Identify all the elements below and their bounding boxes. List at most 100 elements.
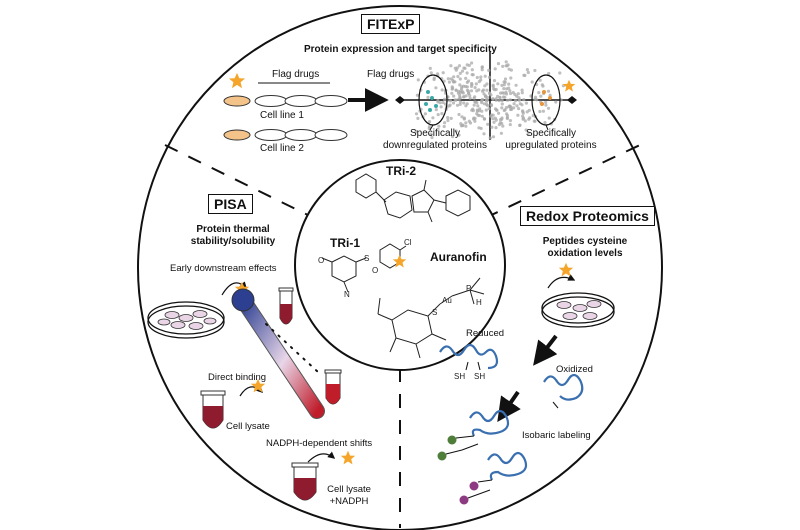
- cell-lysate-tube: [200, 390, 226, 429]
- isobaric-label: Isobaric labeling: [522, 430, 591, 441]
- down-label-2: downregulated proteins: [383, 140, 487, 151]
- divider-left: [164, 144, 319, 221]
- scatter-point: [509, 91, 513, 96]
- lysate-nadph-label-1: Cell lysate: [327, 484, 371, 495]
- scatter-point: [465, 88, 469, 92]
- scatter-point: [494, 126, 498, 130]
- scatter-point: [416, 78, 420, 82]
- scatter-point: [516, 92, 520, 96]
- scatter-point: [449, 116, 453, 120]
- scatter-point: [521, 109, 525, 113]
- scatter-point: [476, 104, 480, 108]
- highlight-point: [426, 90, 430, 94]
- flag-drugs-label: Flag drugs: [272, 69, 320, 80]
- scatter-point: [500, 83, 504, 87]
- scatter-point: [471, 73, 475, 77]
- scatter-point: [473, 86, 477, 90]
- scatter-point: [491, 97, 495, 101]
- scatter-point: [473, 100, 477, 104]
- scatter-point: [460, 115, 464, 119]
- cell-lysate-nadph-tube: [291, 462, 319, 501]
- scatter-point: [505, 87, 509, 91]
- scatter-point: [416, 116, 420, 120]
- scatter-point: [499, 131, 503, 135]
- highlight-point: [424, 102, 428, 106]
- scatter-point: [446, 77, 450, 81]
- scatter-point: [504, 60, 508, 64]
- thermo-tube-bottom: [324, 369, 342, 405]
- scatter-point: [441, 100, 445, 105]
- scatter-point: [441, 71, 445, 75]
- scatter-point: [447, 80, 451, 84]
- outer-circle: [137, 5, 663, 530]
- scatter-point: [502, 80, 506, 84]
- scatter-point: [437, 124, 441, 128]
- redox-arrow-1: [533, 334, 558, 366]
- sh-label-2: SH: [474, 372, 486, 381]
- scatter-point: [472, 103, 476, 107]
- scatter-point: [450, 91, 454, 95]
- scatter-point: [432, 77, 436, 82]
- cell-line-2-label: Cell line 2: [260, 143, 304, 154]
- scatter-points: [414, 60, 566, 140]
- scatter-point: [496, 82, 500, 86]
- scatter-point: [461, 91, 465, 95]
- scatter-point: [458, 83, 462, 87]
- up-pointer: [545, 124, 549, 131]
- scatter-point: [473, 95, 477, 99]
- cell-line-2-dishes: [223, 129, 348, 141]
- scatter-point: [475, 75, 479, 80]
- scatter-point: [547, 116, 551, 120]
- scatter-point: [436, 72, 440, 76]
- scatter-point: [454, 68, 458, 72]
- scatter-point: [474, 82, 478, 86]
- scatter-point: [487, 68, 491, 72]
- scatter-point: [446, 116, 450, 120]
- scatter-point: [480, 65, 484, 69]
- scatter-point: [467, 91, 471, 95]
- scatter-point: [460, 85, 464, 89]
- scatter-point: [482, 132, 486, 136]
- scatter-point: [541, 109, 546, 113]
- scatter-point: [501, 124, 505, 128]
- scatter-point: [436, 99, 440, 103]
- scatter-point: [415, 93, 419, 97]
- scatter-point: [522, 98, 526, 102]
- fitexp-subtitle: Protein expression and target specificit…: [304, 44, 497, 55]
- scatter-point: [521, 117, 525, 121]
- scatter-point: [471, 109, 475, 113]
- scatter-point: [533, 68, 537, 73]
- scatter-point: [503, 108, 507, 112]
- chem-cl: Cl: [404, 238, 412, 247]
- nadph-shifts-label: NADPH-dependent shifts: [266, 438, 373, 449]
- highlight-point: [428, 108, 432, 112]
- tag-green-2: [437, 451, 447, 461]
- scatter-point: [539, 94, 543, 98]
- scatter-point: [428, 66, 432, 70]
- axis-diamond-right: [567, 96, 577, 104]
- chem-o-minus: O: [372, 266, 379, 275]
- scatter-point: [450, 85, 454, 89]
- scatter-point: [509, 105, 513, 110]
- scatter-point: [440, 88, 444, 92]
- scatter-point: [500, 102, 504, 106]
- scatter-point: [454, 98, 458, 102]
- scatter-point: [538, 109, 542, 114]
- scatter-point: [470, 61, 474, 65]
- scatter-point: [535, 98, 539, 102]
- redox-section: [437, 262, 615, 505]
- scatter-point: [427, 125, 431, 129]
- scatter-point: [462, 101, 466, 105]
- scatter-point: [458, 71, 462, 75]
- pisa-title: PISA: [208, 194, 253, 214]
- scatter-point: [498, 96, 502, 100]
- sh-label-1: SH: [454, 372, 466, 381]
- scatter-point: [502, 83, 506, 87]
- scatter-point: [508, 89, 512, 93]
- scatter-point: [540, 83, 544, 87]
- scatter-point: [544, 100, 548, 104]
- scatter-point: [472, 116, 476, 120]
- scatter-point: [513, 99, 518, 103]
- scatter-point: [525, 110, 529, 114]
- scatter-point: [532, 119, 536, 123]
